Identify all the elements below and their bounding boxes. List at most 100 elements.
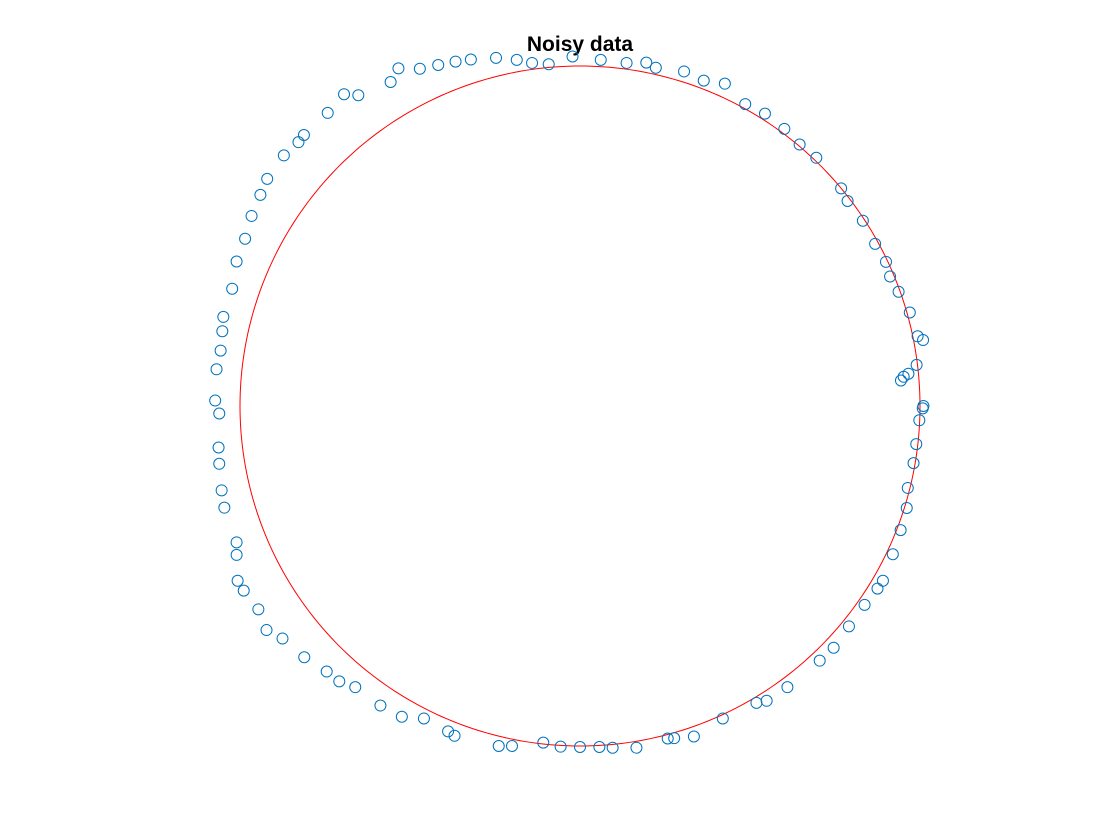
- data-point-marker: [526, 56, 539, 69]
- data-point-marker: [449, 55, 462, 68]
- data-point-marker: [333, 675, 346, 688]
- data-point-marker: [739, 98, 752, 111]
- data-point-marker: [210, 363, 223, 376]
- data-point-marker: [884, 270, 897, 283]
- data-point-marker: [661, 732, 674, 745]
- data-point-marker: [813, 654, 826, 667]
- data-point-marker: [687, 730, 700, 743]
- data-point-marker: [448, 729, 461, 742]
- data-point-marker: [842, 620, 855, 633]
- data-point-marker: [212, 441, 225, 454]
- data-point-marker: [384, 75, 397, 88]
- data-point-marker: [716, 712, 729, 725]
- data-point-marker: [321, 106, 334, 119]
- data-point-marker: [810, 151, 823, 164]
- data-point-marker: [542, 58, 555, 71]
- data-point-marker: [209, 394, 222, 407]
- data-point-marker: [668, 732, 681, 745]
- data-point-marker: [231, 574, 244, 587]
- data-point-marker: [871, 582, 884, 595]
- data-point-marker: [593, 741, 606, 754]
- data-point-marker: [858, 598, 871, 611]
- data-point-marker: [292, 136, 305, 149]
- data-point-marker: [917, 334, 930, 347]
- data-point-marker: [566, 50, 579, 63]
- data-point-marker: [338, 88, 351, 101]
- data-point-marker: [230, 536, 243, 549]
- data-points-layer: [209, 50, 930, 754]
- data-point-marker: [606, 741, 619, 754]
- data-point-marker: [630, 741, 643, 754]
- data-point-marker: [793, 138, 806, 151]
- data-point-marker: [217, 310, 230, 323]
- data-point-marker: [320, 665, 333, 678]
- data-point-marker: [226, 282, 239, 295]
- data-point-marker: [216, 325, 229, 338]
- data-point-marker: [892, 285, 905, 298]
- data-point-marker: [760, 694, 773, 707]
- data-point-marker: [697, 74, 710, 87]
- data-point-marker: [537, 736, 550, 749]
- data-point-marker: [213, 457, 226, 470]
- data-point-marker: [215, 484, 228, 497]
- data-point-marker: [894, 524, 907, 537]
- data-point-marker: [913, 414, 926, 427]
- data-point-marker: [510, 53, 523, 66]
- chart-title: Noisy data: [526, 33, 634, 56]
- data-point-marker: [492, 740, 505, 752]
- data-point-marker: [352, 89, 365, 102]
- data-point-marker: [214, 344, 227, 357]
- data-point-marker: [910, 358, 923, 371]
- data-point-marker: [901, 481, 914, 494]
- data-point-marker: [237, 584, 250, 597]
- data-point-marker: [417, 712, 430, 725]
- data-point-marker: [649, 61, 662, 74]
- data-point-marker: [869, 237, 882, 250]
- data-point-marker: [835, 182, 848, 195]
- data-point-marker: [298, 651, 311, 664]
- data-point-marker: [349, 681, 362, 694]
- data-point-marker: [910, 438, 923, 451]
- data-point-marker: [261, 172, 274, 185]
- data-point-marker: [841, 194, 854, 207]
- data-point-marker: [574, 741, 586, 754]
- data-point-marker: [856, 214, 869, 227]
- data-point-marker: [213, 407, 226, 420]
- data-point-marker: [554, 740, 567, 753]
- data-point-marker: [900, 502, 913, 514]
- data-point-marker: [464, 53, 477, 66]
- data-point-marker: [678, 65, 691, 78]
- data-point-marker: [894, 374, 907, 387]
- data-point-marker: [413, 62, 426, 75]
- data-point-marker: [374, 699, 387, 712]
- data-point-marker: [876, 574, 889, 587]
- data-point-marker: [827, 641, 840, 654]
- data-point-marker: [277, 149, 290, 162]
- data-point-marker: [750, 696, 763, 709]
- fit-curve-layer: [239, 65, 921, 747]
- data-point-marker: [252, 603, 265, 616]
- data-point-marker: [620, 56, 633, 69]
- data-point-marker: [506, 740, 518, 752]
- data-point-marker: [260, 624, 273, 637]
- data-point-marker: [758, 107, 771, 120]
- data-point-marker: [392, 62, 405, 75]
- data-point-marker: [239, 232, 252, 245]
- data-point-marker: [778, 122, 791, 135]
- data-point-marker: [230, 255, 243, 268]
- fitted-circle-line: [239, 65, 921, 747]
- data-point-marker: [880, 255, 892, 268]
- data-point-marker: [297, 129, 310, 142]
- data-point-marker: [718, 77, 731, 90]
- data-point-marker: [886, 548, 899, 561]
- data-point-marker: [276, 632, 289, 645]
- data-point-marker: [903, 306, 916, 319]
- data-point-marker: [230, 548, 243, 561]
- data-point-marker: [218, 501, 231, 514]
- data-point-marker: [907, 457, 920, 470]
- data-point-marker: [490, 51, 503, 64]
- data-point-marker: [916, 402, 929, 415]
- data-point-marker: [395, 710, 408, 723]
